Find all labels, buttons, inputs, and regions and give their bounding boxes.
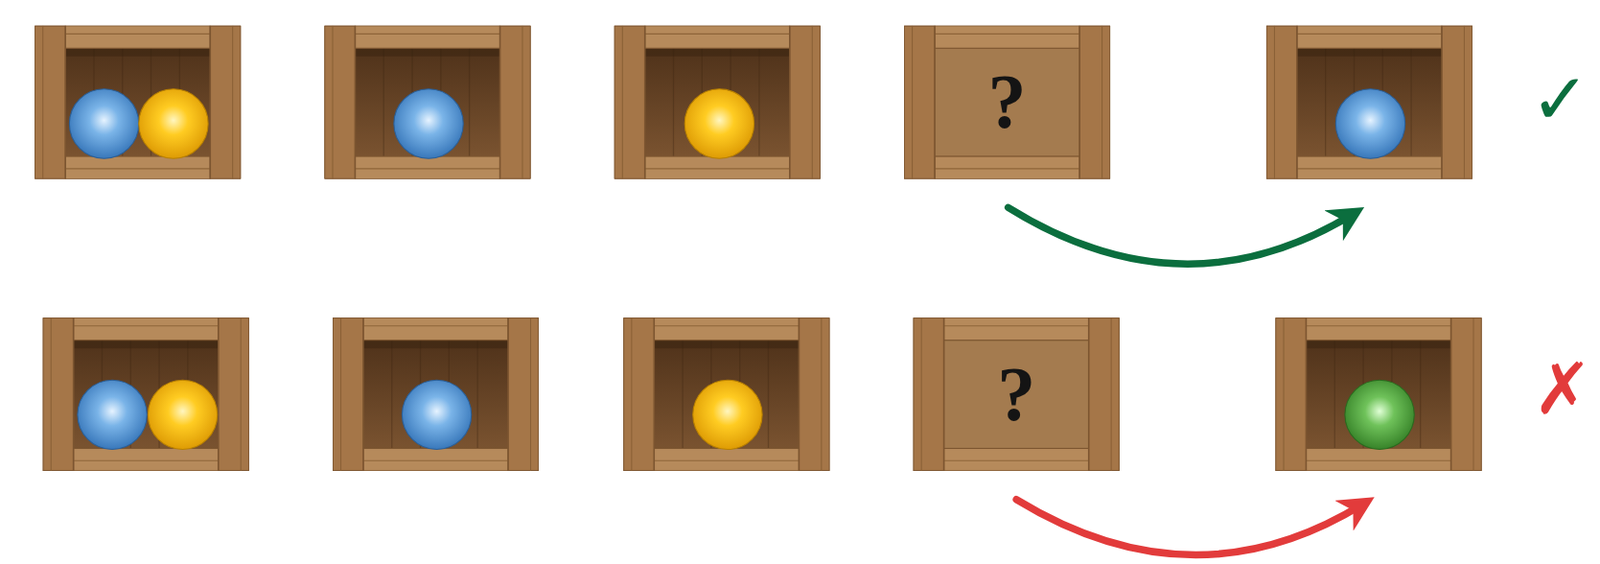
result-arrow bbox=[1008, 207, 1353, 264]
yellow-ball bbox=[684, 89, 754, 159]
yellow-ball bbox=[693, 379, 763, 449]
closed-crate bbox=[913, 317, 1120, 471]
open-crate bbox=[623, 317, 830, 471]
yellow-ball bbox=[147, 379, 217, 449]
blue-ball bbox=[69, 89, 139, 159]
green-ball bbox=[1344, 379, 1415, 449]
open-crate bbox=[324, 25, 531, 180]
check-mark: ✓ bbox=[1530, 63, 1591, 135]
open-crate bbox=[1275, 317, 1483, 471]
open-crate bbox=[1266, 25, 1473, 180]
closed-crate bbox=[904, 25, 1111, 180]
blue-ball bbox=[1335, 89, 1405, 159]
open-crate bbox=[332, 317, 539, 471]
cross-mark: ✗ bbox=[1532, 352, 1593, 424]
mystery-crate: ? bbox=[913, 317, 1120, 471]
yellow-ball bbox=[139, 89, 209, 159]
mystery-crate: ? bbox=[904, 25, 1111, 180]
blue-ball bbox=[401, 379, 471, 449]
open-crate bbox=[614, 25, 821, 180]
blue-ball bbox=[77, 379, 147, 449]
open-crate bbox=[34, 25, 241, 180]
blue-ball bbox=[394, 89, 464, 159]
result-arrow bbox=[1016, 499, 1363, 556]
question-mark: ? bbox=[997, 355, 1036, 433]
open-crate bbox=[43, 317, 250, 471]
question-mark: ? bbox=[988, 63, 1027, 140]
